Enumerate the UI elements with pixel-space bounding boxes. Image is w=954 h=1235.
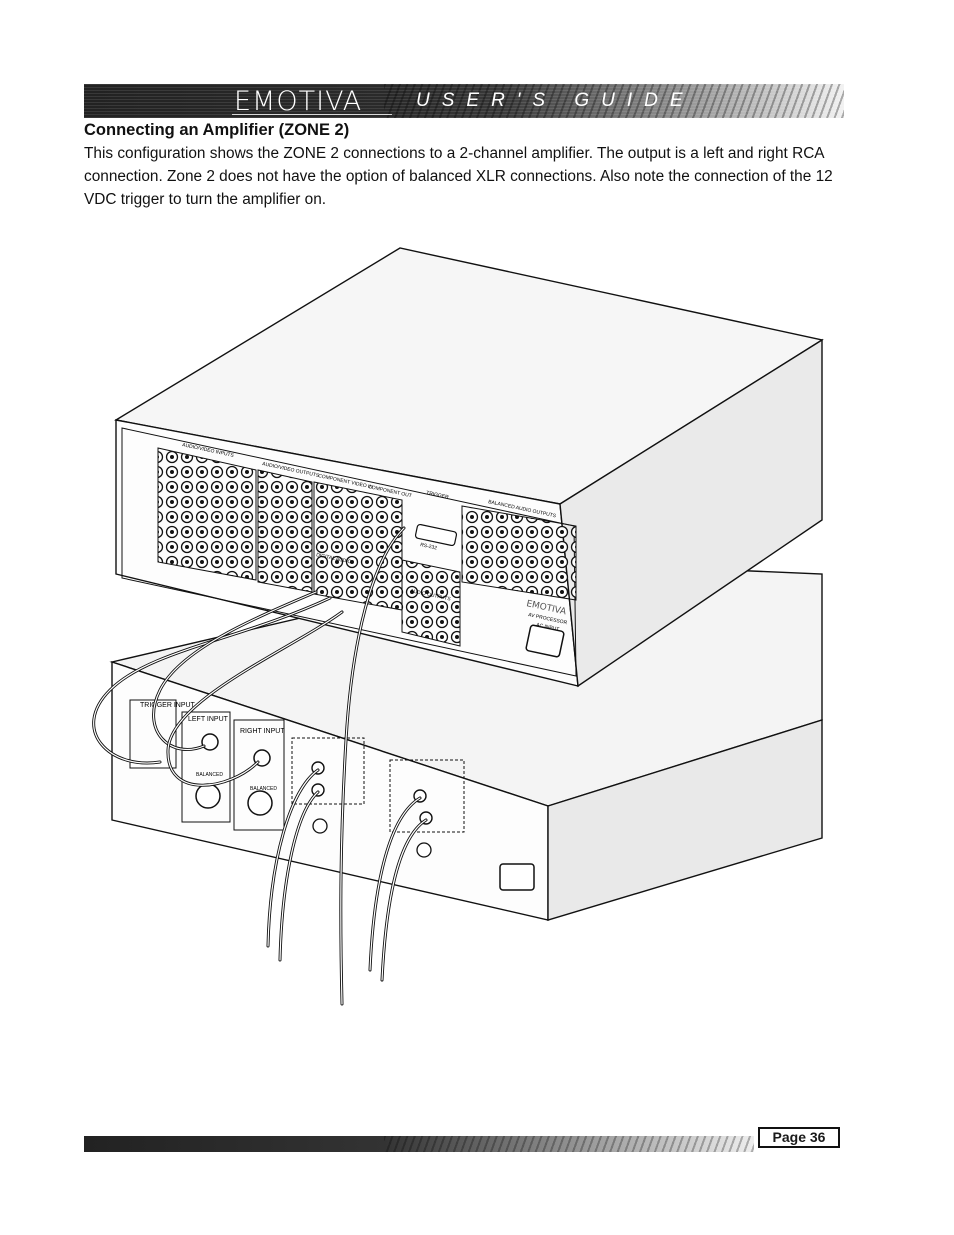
- right-xlr-connector: [247, 790, 273, 816]
- zone2-connection-diagram: TRIGGER INPUT LEFT INPUT RIGHT INPUT BAL…: [92, 247, 824, 1006]
- left-input-label: LEFT INPUT: [188, 716, 229, 723]
- footer-banner: [84, 1136, 754, 1152]
- cables: [92, 526, 428, 1006]
- trigger-label: TRIGGER: [426, 490, 450, 501]
- right-input-label: RIGHT INPUT: [240, 728, 285, 735]
- left-balanced-label: BALANCED: [196, 772, 223, 778]
- rs232-label: RS-232: [420, 542, 438, 551]
- trigger-input-label: TRIGGER INPUT: [140, 702, 196, 709]
- right-balanced-label: BALANCED: [250, 786, 277, 792]
- brand-logo: EMOTIVA: [234, 86, 363, 117]
- section-title: Connecting an Amplifier (ZONE 2): [84, 121, 350, 139]
- users-guide-label: USER'S GUIDE: [416, 90, 695, 111]
- av-processor: AUDIO/VIDEO INPUTS AUDIO/VIDEO OUTPUTS C…: [114, 247, 824, 688]
- header-banner: EMOTIVA USER'S GUIDE: [84, 84, 844, 118]
- processor-ac-inlet: [525, 624, 565, 658]
- page-number: Page 36: [758, 1127, 840, 1148]
- amp-power-inlet: [499, 863, 535, 891]
- section-paragraph: This configuration shows the ZONE 2 conn…: [84, 145, 833, 208]
- left-xlr-connector: [195, 783, 221, 809]
- ac-input-label: AC INPUT: [536, 622, 560, 633]
- left-rca-input: [201, 733, 219, 751]
